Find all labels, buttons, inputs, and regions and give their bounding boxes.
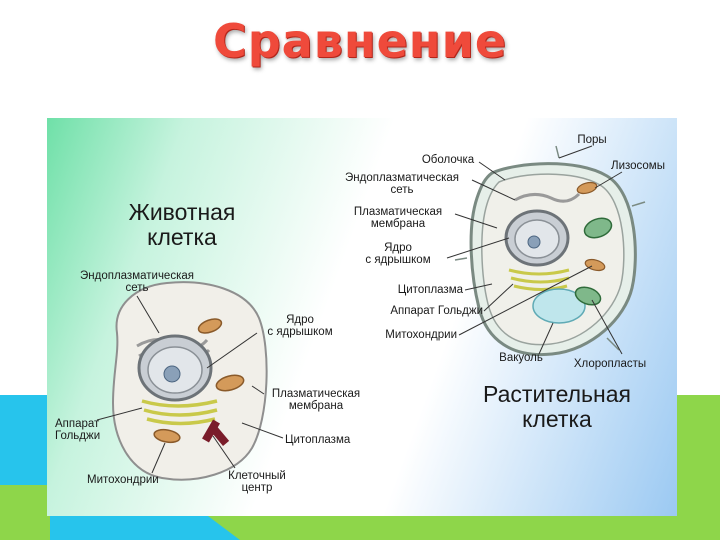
cell-comparison-panel: Животная клетка Эндоплазматическая сеть … [47,118,677,516]
plant-cell-pores [454,145,646,351]
plant-vacuole [532,288,586,324]
animal-nucleus-label: Ядро с ядрышком [267,314,333,338]
plant-golgi-label: Аппарат Гольджи [390,305,483,317]
animal-cell [111,281,268,481]
animal-mitochondria-label: Митохондрии [87,474,159,486]
animal-mitochondrion [215,374,245,392]
animal-er-label: Эндоплазматическая сеть [80,270,194,294]
plant-chloroplasts-label: Хлоропласты [573,358,647,370]
animal-cell-heading: Животная клетка [128,199,236,250]
plant-wall-label: Оболочка [421,154,475,166]
plant-pores-label: Поры [577,134,607,146]
animal-membrane-label: Плазматическая мембрана [271,388,361,412]
slide-title: Сравнение [212,14,508,68]
plant-chloroplast [583,217,613,239]
plant-nucleus-label: Ядро с ядрышком [365,242,431,266]
animal-centrosome [202,419,230,446]
plant-cell [454,145,646,357]
animal-centrosome-label: Клеточный центр [228,470,286,494]
plant-membrane-label: Плазматическая мембрана [353,206,443,230]
animal-golgi-label: Аппарат Гольджи [55,418,101,442]
green-stripe-left [0,485,50,540]
plant-nucleolus [527,235,541,249]
plant-lysosomes-label: Лизосомы [611,160,665,172]
animal-nucleolus [163,365,181,383]
green-stripe-bottom [200,510,720,540]
cells-illustration [96,145,646,481]
label-leader-lines [96,145,623,474]
plant-golgi [508,268,570,291]
plant-cytoplasm-label: Цитоплазма [397,284,463,296]
plant-mitochondria-label: Митохондрии [385,329,457,341]
animal-cytoplasm-label: Цитоплазма [285,434,351,446]
plant-mitochondrion [576,181,598,195]
plant-vacuole-label: Вакуоль [499,352,543,364]
plant-er-label: Эндоплазматическая сеть [345,172,459,196]
plant-cell-heading: Растительная клетка [483,381,631,432]
plant-er [514,192,581,203]
animal-golgi [141,399,218,426]
